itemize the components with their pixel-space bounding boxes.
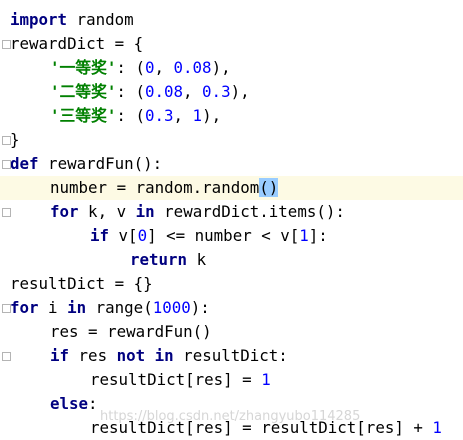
- number-literal: 0.3: [144, 106, 174, 125]
- code-line-3[interactable]: '一等奖': (0, 0.08),: [0, 56, 463, 80]
- fold-marker-icon[interactable]: [2, 40, 11, 49]
- keyword: def: [10, 154, 39, 173]
- code-text: ),: [230, 82, 250, 101]
- code-text: random: [67, 10, 134, 29]
- code-line-13[interactable]: for i in range(1000):: [0, 296, 463, 320]
- code-line-6[interactable]: }: [0, 128, 463, 152]
- code-line-8-current[interactable]: number = random.random(): [0, 176, 463, 200]
- number-literal: 1: [192, 106, 203, 125]
- string-literal: '三等奖': [50, 106, 117, 125]
- code-text: range(: [86, 298, 153, 317]
- code-line-14[interactable]: res = rewardFun(): [0, 320, 463, 344]
- code-text: rewardFun():: [38, 154, 163, 173]
- keyword: not in: [116, 346, 174, 365]
- number-literal: 1: [432, 418, 442, 437]
- keyword: in: [135, 202, 155, 221]
- keyword: in: [67, 298, 87, 317]
- number-literal: 0.08: [144, 82, 184, 101]
- number-literal: 0.3: [202, 82, 231, 101]
- watermark: https://blog.csdn.net/zhangyubo114285: [100, 409, 361, 424]
- keyword: return: [130, 250, 188, 269]
- code-line-7[interactable]: def rewardFun():: [0, 152, 463, 176]
- code-line-9[interactable]: for k, v in rewardDict.items():: [0, 200, 463, 224]
- code-text: : (: [116, 82, 145, 101]
- code-text: ),: [211, 58, 231, 77]
- code-text: resultDict:: [173, 346, 288, 365]
- keyword: for: [50, 202, 79, 221]
- number-literal: 1: [261, 370, 271, 389]
- keyword: import: [10, 10, 68, 29]
- code-line-5[interactable]: '三等奖': (0.3, 1),: [0, 104, 463, 128]
- code-text: : (: [116, 58, 145, 77]
- keyword: if: [50, 346, 70, 365]
- code-line-11[interactable]: return k: [0, 248, 463, 272]
- code-text: k, v: [78, 202, 136, 221]
- code-text: i: [38, 298, 68, 317]
- code-text: rewardDict = {: [10, 34, 144, 53]
- keyword: else: [50, 394, 89, 413]
- number-literal: 0: [137, 226, 148, 245]
- code-text: ] <= number < v[: [147, 226, 300, 245]
- code-text: }: [10, 130, 20, 149]
- code-line-4[interactable]: '二等奖': (0.08, 0.3),: [0, 80, 463, 104]
- code-text: resultDict = {}: [10, 274, 153, 293]
- code-text: rewardDict.items():: [154, 202, 345, 221]
- fold-marker-icon[interactable]: [2, 304, 11, 313]
- code-text: v[: [109, 226, 138, 245]
- paren-close-highlight: ): [268, 178, 279, 197]
- paren-open-highlight: (: [259, 178, 269, 197]
- code-text: resultDict[res] =: [90, 370, 262, 389]
- code-text: resultDict[res] = resultDict[res] +: [90, 418, 433, 437]
- fold-marker-icon[interactable]: [2, 136, 11, 145]
- fold-marker-icon[interactable]: [2, 352, 11, 361]
- code-text: ):: [190, 298, 210, 317]
- number-literal: 0.08: [173, 58, 212, 77]
- code-line-16[interactable]: resultDict[res] = 1: [0, 368, 463, 392]
- fold-marker-icon[interactable]: [2, 160, 11, 169]
- keyword: for: [10, 298, 39, 317]
- code-text: : (: [116, 106, 145, 125]
- code-text: ,: [183, 82, 203, 101]
- keyword: if: [90, 226, 110, 245]
- code-line-10[interactable]: if v[0] <= number < v[1]:: [0, 224, 463, 248]
- code-line-15[interactable]: if res not in resultDict:: [0, 344, 463, 368]
- code-line-18[interactable]: resultDict[res] = resultDict[res] + 1: [0, 416, 463, 440]
- number-literal: 1000: [152, 298, 191, 317]
- code-line-17[interactable]: else:: [0, 392, 463, 416]
- code-text: res: [69, 346, 117, 365]
- code-text: k: [187, 250, 207, 269]
- code-line-2[interactable]: rewardDict = {: [0, 32, 463, 56]
- code-text: ,: [173, 106, 193, 125]
- code-text: res = rewardFun(): [50, 322, 212, 341]
- code-text: ]:: [308, 226, 328, 245]
- string-literal: '一等奖': [50, 58, 117, 77]
- number-literal: 1: [299, 226, 309, 245]
- fold-marker-icon[interactable]: [2, 208, 11, 217]
- string-literal: '二等奖': [50, 82, 117, 101]
- code-text: number = random.random: [50, 178, 260, 197]
- code-line-1[interactable]: import random: [0, 8, 463, 32]
- number-literal: 0: [144, 58, 155, 77]
- code-text: ,: [154, 58, 174, 77]
- code-line-12[interactable]: resultDict = {}: [0, 272, 463, 296]
- code-text: ),: [202, 106, 222, 125]
- code-text: :: [88, 394, 98, 413]
